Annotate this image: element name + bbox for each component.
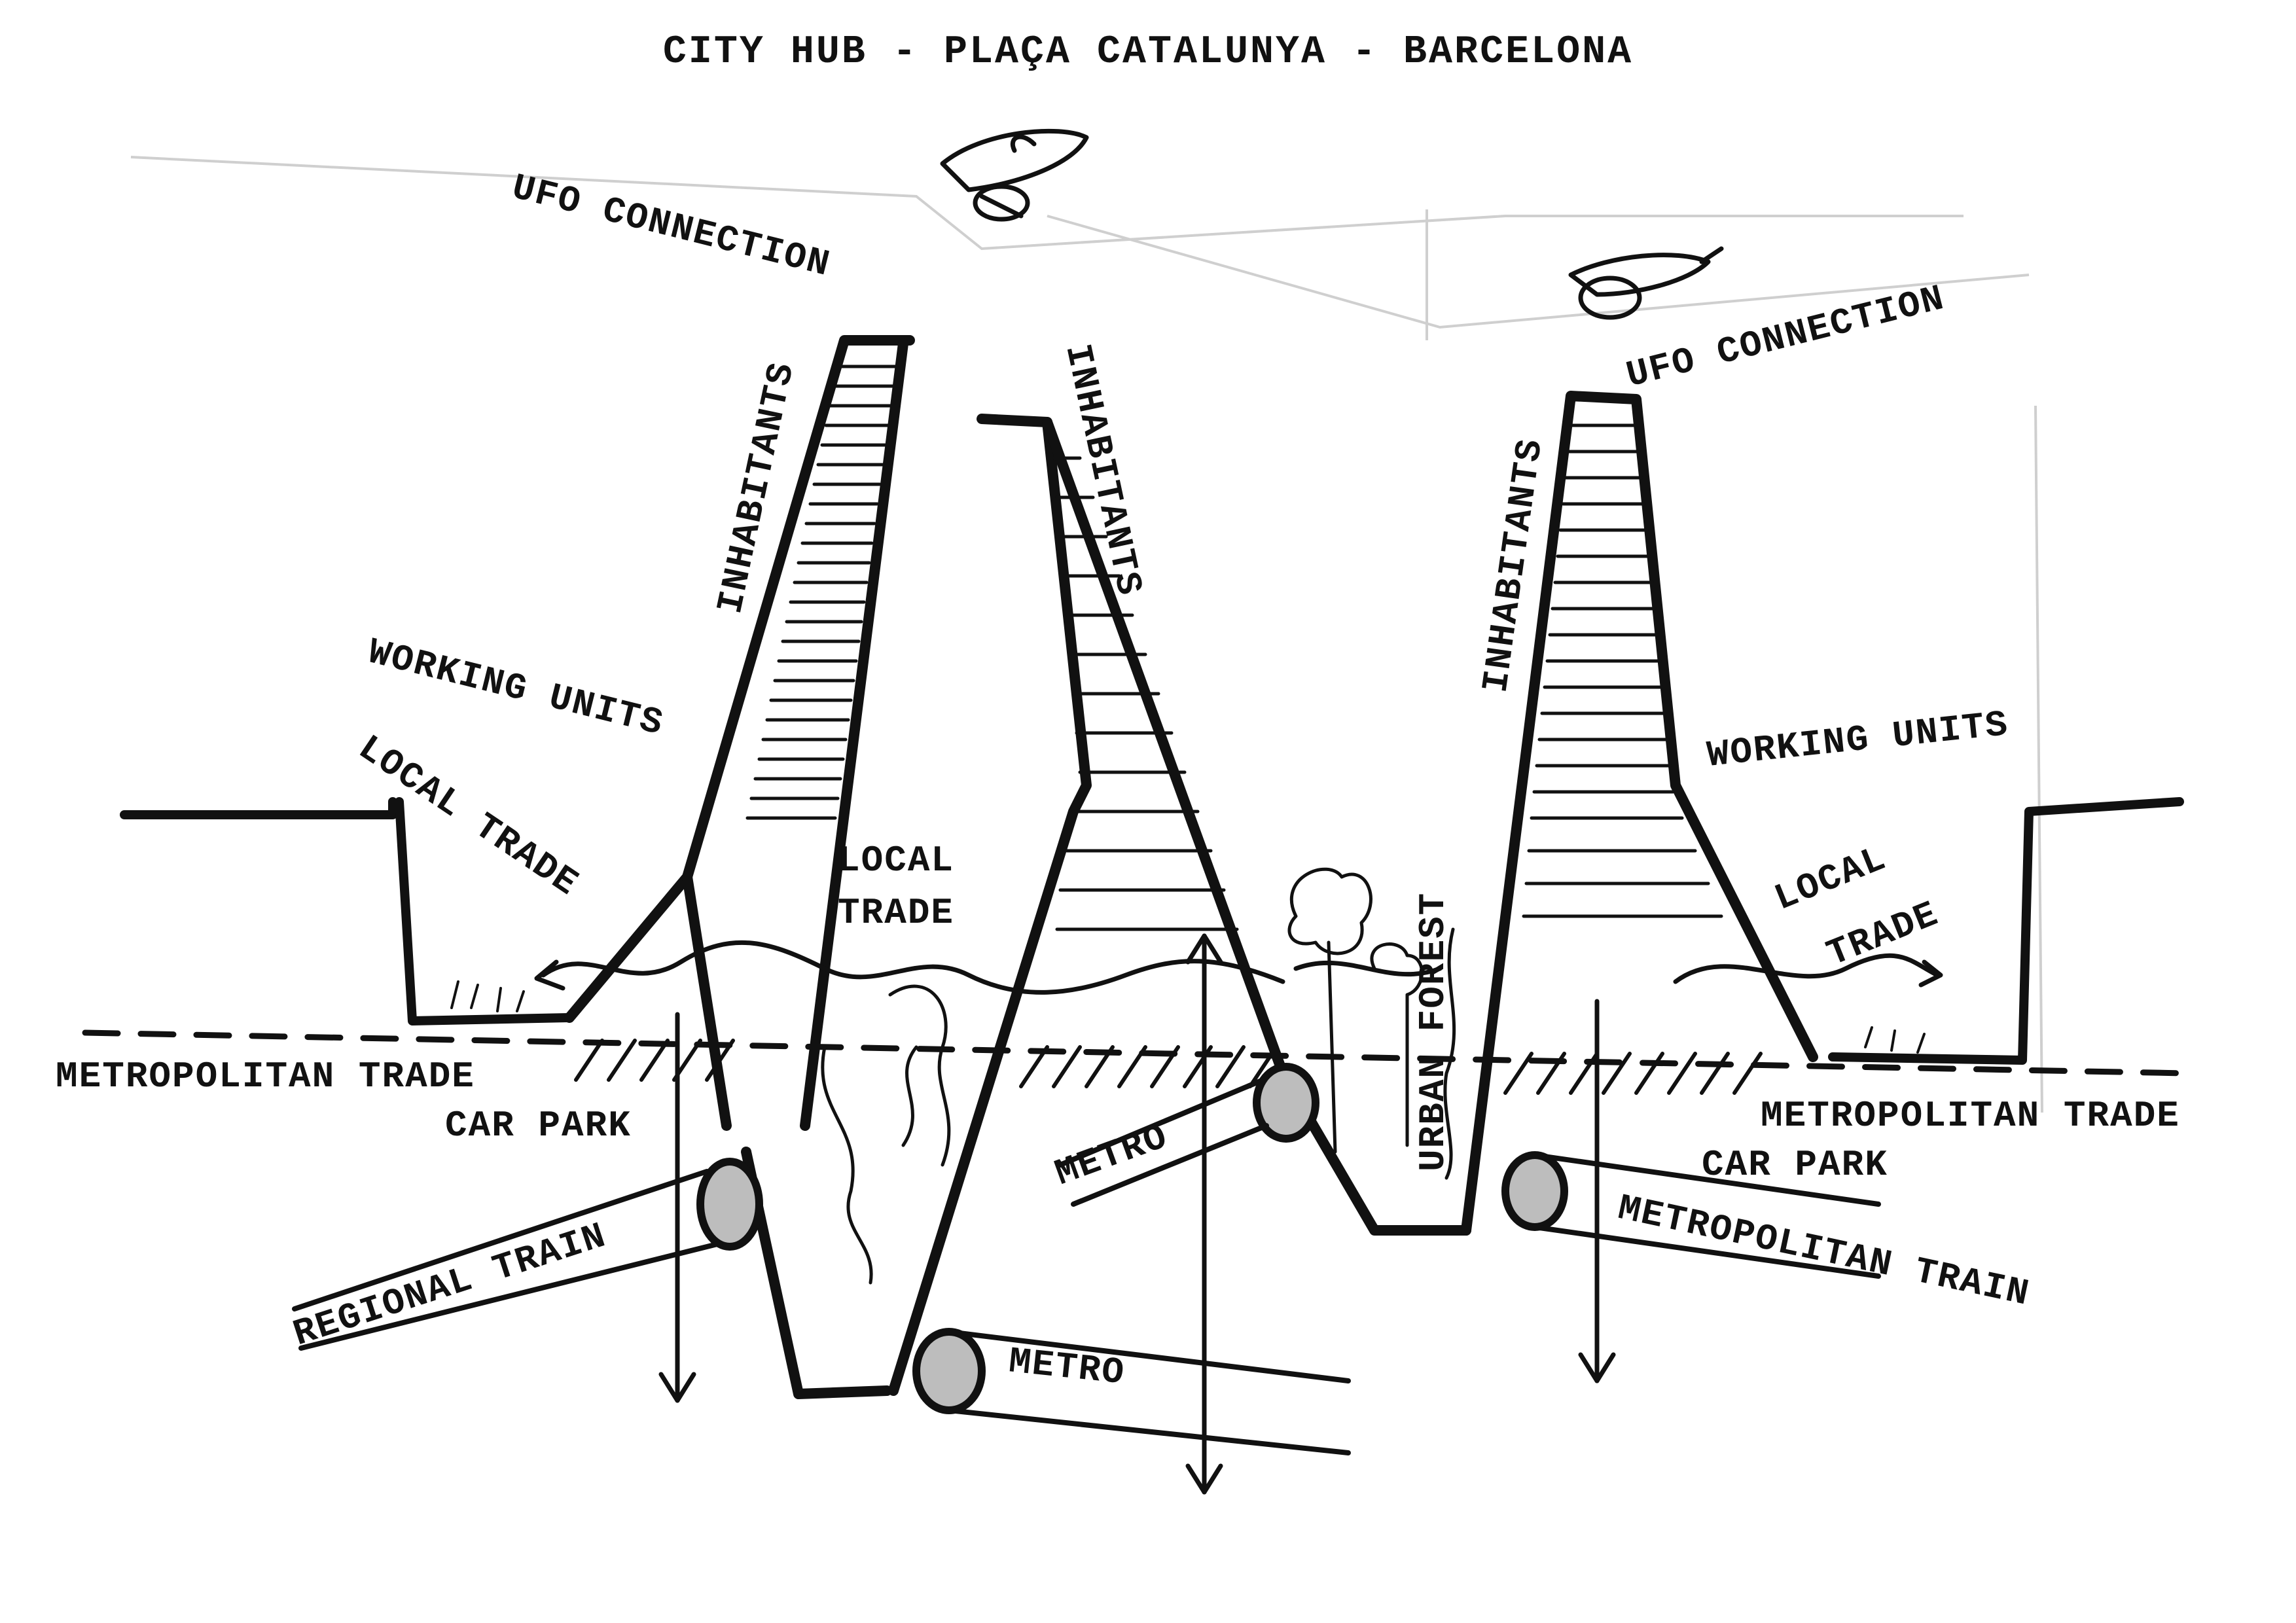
metro-tunnel-bottom-icon <box>912 1328 1351 1455</box>
label-metropolitan-trade-left: METROPOLITAN TRADE <box>56 1056 475 1097</box>
vertical-arrows <box>658 933 1616 1495</box>
ground-line <box>82 1029 2189 1077</box>
label-inhabitants-left: INHABITANTS <box>709 358 804 617</box>
label-metropolitan-train: METROPOLITAN TRAIN <box>1614 1187 2033 1315</box>
page-title: CITY HUB - PLAÇA CATALUNYA - BARCELONA <box>663 30 1633 75</box>
metropolitan-train-tunnel-icon <box>1501 1151 1881 1279</box>
label-local-trade-center-line1: LOCAL <box>838 840 954 882</box>
label-car-park-left: CAR PARK <box>445 1105 632 1147</box>
tower-right <box>1461 391 1818 1236</box>
label-urban-forest: URBAN FOREST <box>1412 892 1454 1171</box>
label-working-units-right: WORKING UNITS <box>1705 704 2011 777</box>
label-local-trade-right-line1: LOCAL <box>1768 838 1892 920</box>
tower-left <box>564 335 915 1399</box>
tower-center-floors <box>1052 456 1239 931</box>
right-street-profile <box>1828 797 2184 1065</box>
people-scribbles <box>450 980 1926 1054</box>
label-working-units-left: WORKING UNITS <box>364 631 668 745</box>
label-metro-center: METRO <box>1050 1116 1174 1195</box>
tower-left-floors <box>745 365 899 820</box>
label-metropolitan-trade-right: METROPOLITAN TRADE <box>1761 1095 2180 1137</box>
tower-center <box>888 414 1471 1396</box>
faint-guide-lines <box>130 156 2043 1113</box>
left-street-profile <box>120 797 574 1026</box>
ufo-left-icon <box>940 128 1089 222</box>
label-car-park-right: CAR PARK <box>1702 1144 1888 1186</box>
urban-forest-trees <box>821 867 1456 1285</box>
ground-flow-waves <box>534 940 1943 995</box>
metro-tunnel-center-icon <box>1058 1063 1319 1207</box>
label-local-trade-center-line2: TRADE <box>838 892 954 934</box>
ufo-right-icon <box>1568 246 1724 320</box>
regional-train-tunnel-icon <box>292 1158 763 1351</box>
label-metro-bottom: METRO <box>1007 1340 1127 1394</box>
tower-right-floors <box>1522 423 1723 918</box>
